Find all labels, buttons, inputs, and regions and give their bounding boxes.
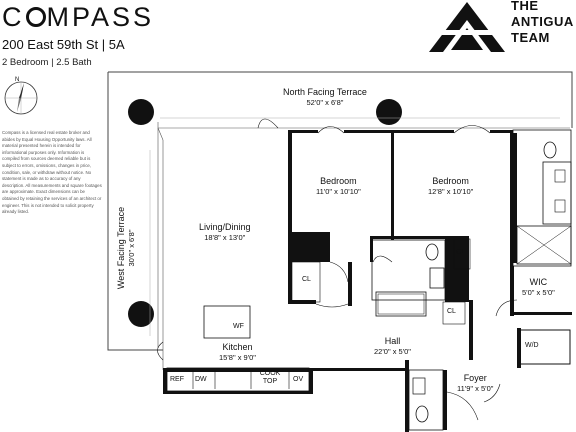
disclaimer-text: Compass is a licensed real estate broker… (2, 130, 102, 215)
room-bedroom-1: Bedroom 11'0" x 10'10" (316, 176, 361, 196)
oven-label: OV (293, 376, 304, 383)
room-dims: 30'0" x 6'8" (127, 229, 136, 267)
team-line-3: TEAM (511, 30, 550, 45)
brand-c: C (2, 2, 25, 32)
room-name: WIC (529, 277, 548, 287)
room-living-dining: Living/Dining 18'8" x 13'0" (199, 222, 251, 242)
room-dims: 11'9" x 5'0" (457, 384, 494, 393)
room-name: Kitchen (222, 342, 253, 352)
room-name: Hall (384, 336, 401, 346)
brand-rest: MPASS (46, 2, 155, 32)
compass-rose-icon (4, 81, 38, 115)
cooktop-line-2: TOP (262, 378, 278, 385)
dishwasher-label: DW (195, 376, 207, 383)
unit-info: 2 Bedroom | 2.5 Bath (2, 57, 92, 68)
antigua-a-icon (429, 2, 505, 52)
washer-dryer-label: W/D (525, 342, 539, 349)
room-west-terrace: West Facing Terrace 30'0" x 6'8" (116, 198, 136, 298)
room-hall: Hall 22'0" x 5'0" (374, 336, 411, 356)
room-name: North Facing Terrace (283, 87, 367, 97)
compass-logo: C MPASS (2, 2, 154, 33)
room-dims: 12'8" x 10'10" (428, 187, 474, 196)
room-name: Bedroom (320, 176, 357, 186)
listing-address: 200 East 59th St | 5A (2, 37, 125, 52)
room-bedroom-2: Bedroom 12'8" x 10'10" (428, 176, 473, 196)
room-dims: 15'8" x 9'0" (219, 353, 256, 362)
brand-o-ring (25, 7, 46, 27)
room-dims: 18'8" x 13'0" (204, 233, 246, 242)
room-name: Foyer (463, 373, 487, 383)
cooktop-line-1: COOK (259, 370, 281, 377)
room-dims: 11'0" x 10'10" (316, 187, 361, 196)
room-dims: 5'0" x 5'0" (522, 288, 555, 297)
room-name: Living/Dining (199, 222, 251, 232)
room-kitchen: Kitchen 15'8" x 9'0" (219, 342, 256, 362)
closet-label-2: CL (456, 249, 465, 256)
antigua-team-logo: THE ANTIGUA TEAM (427, 0, 576, 56)
compass-north-label: N (15, 77, 20, 83)
team-line-1: THE (511, 0, 539, 13)
room-name: Bedroom (432, 176, 469, 186)
closet-label-3: CL (447, 308, 456, 315)
room-dims: 52'0" x 6'8" (306, 98, 344, 107)
room-name: West Facing Terrace (116, 206, 126, 290)
room-wic: WIC 5'0" x 5'0" (522, 277, 555, 297)
closet-label-1: CL (302, 276, 311, 283)
team-line-2: ANTIGUA (511, 14, 574, 29)
room-north-terrace: North Facing Terrace 52'0" x 6'8" (283, 87, 367, 107)
room-dims: 22'0" x 5'0" (374, 347, 411, 356)
cooktop-label: COOK TOP (252, 370, 288, 386)
refrigerator-label: REF (170, 376, 184, 383)
wine-fridge-label: WF (233, 323, 244, 330)
room-foyer: Foyer 11'9" x 5'0" (457, 373, 493, 393)
